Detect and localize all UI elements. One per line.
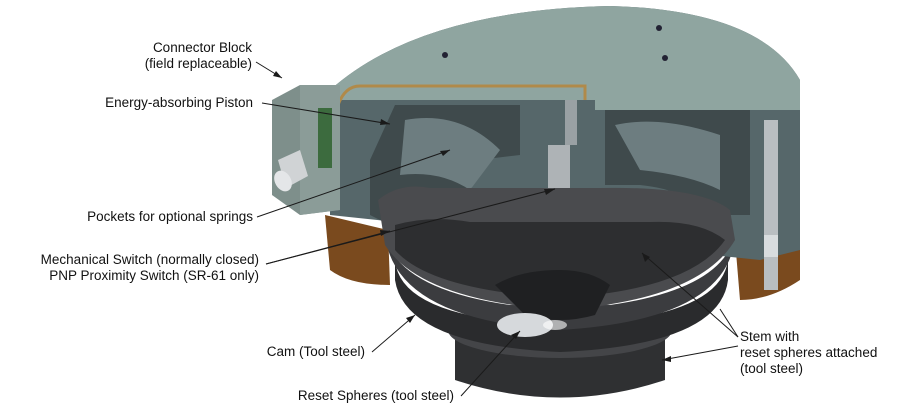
spheres-label: Reset Spheres (tool steel) [297,388,454,403]
connector-block-label-line1: Connector Block [152,40,252,55]
leader-lines [255,61,739,397]
connector-block [272,85,340,215]
cam-base [385,235,735,398]
connector-block-label-line2: (field replaceable) [144,56,252,71]
connector-block-label: Connector Block (field replaceable) [145,40,252,72]
leader-cam [371,314,416,353]
stem-label-line1: Stem with [740,329,800,344]
leader-stem-3 [661,345,739,361]
leader-spheres [460,330,521,397]
housing [330,6,800,337]
leader-piston [261,102,391,125]
leader-stem-2 [719,308,739,338]
stem-label-line2: reset spheres attached [740,345,878,360]
switch-label-line1: Mechanical Switch (normally closed) [40,252,259,267]
cam-label: Cam (Tool steel) [266,344,365,359]
piston-label: Energy-absorbing Piston [105,95,253,110]
leader-switch-2 [265,230,391,265]
leader-stem-1 [641,252,739,338]
stem-label-line3: (tool steel) [740,361,804,376]
stem-label: Stem with reset spheres attached (tool s… [740,329,877,377]
switch-label: Mechanical Switch (normally closed) PNP … [41,252,259,284]
switch-label-line2: PNP Proximity Switch (SR-61 only) [49,268,259,283]
leader-arrowheads [273,71,671,362]
leader-pockets [256,149,451,218]
pockets-label: Pockets for optional springs [87,209,253,224]
